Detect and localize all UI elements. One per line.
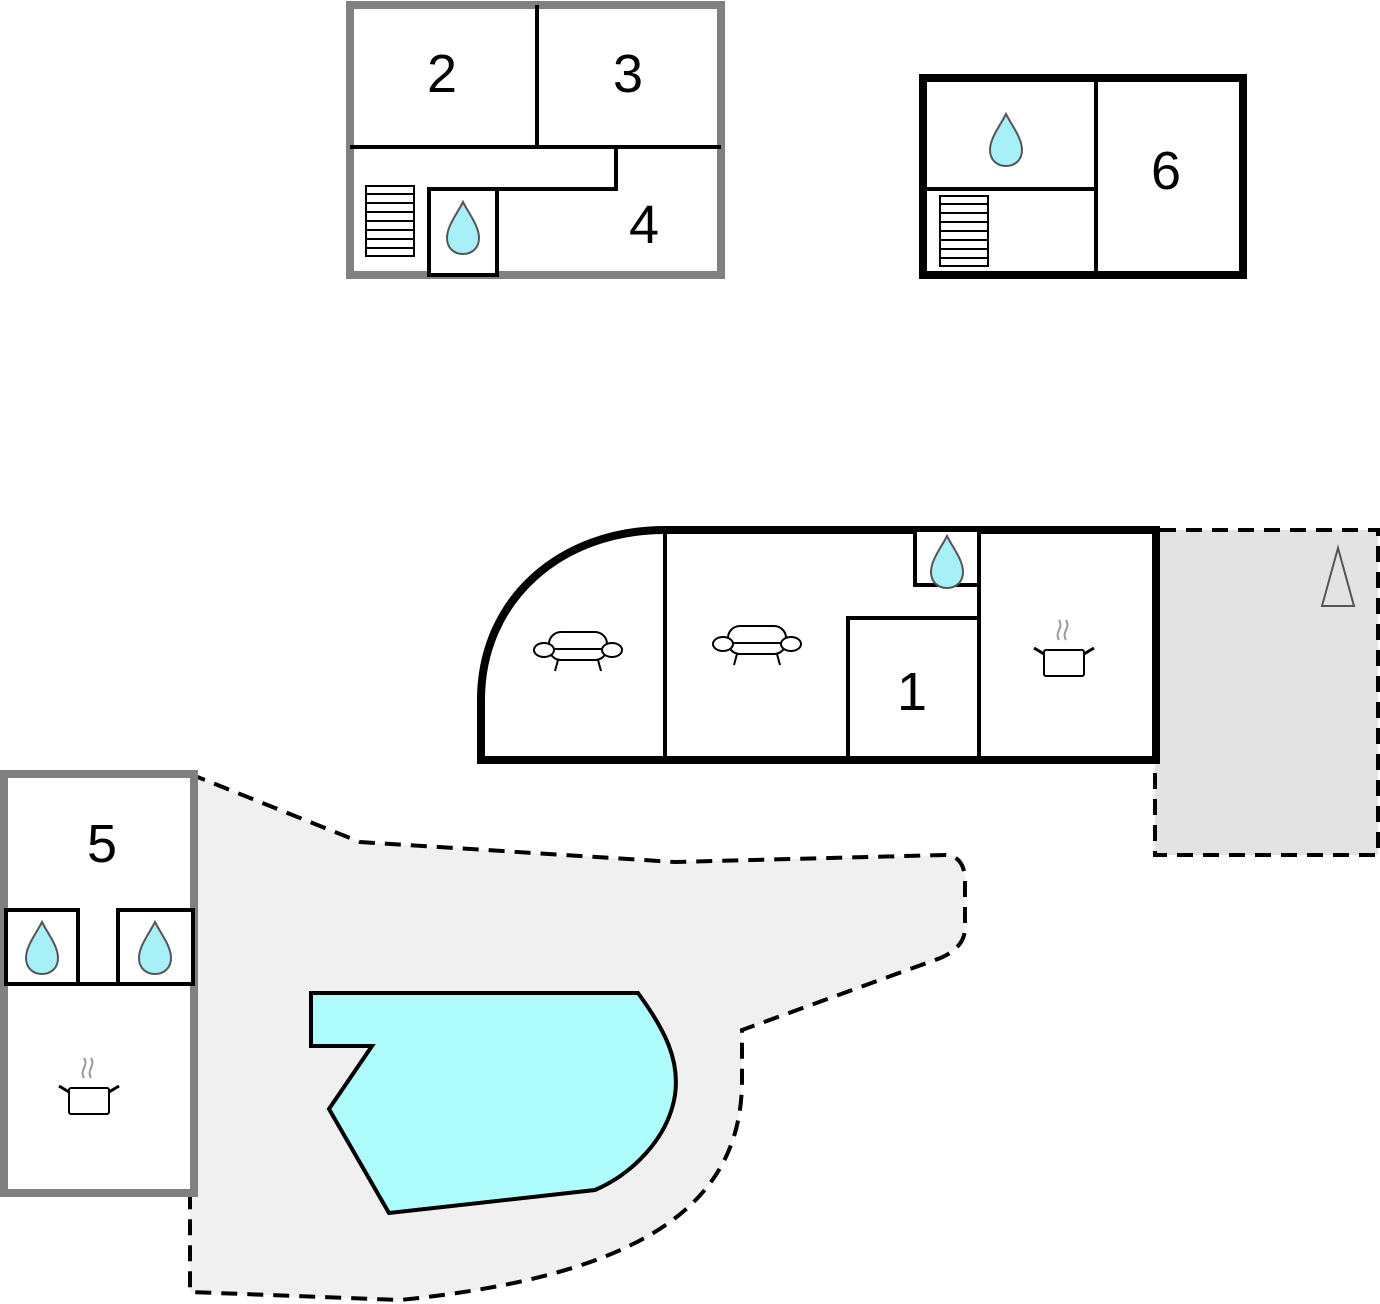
building-upper-right: 6 [919, 74, 1247, 279]
swimming-pool [309, 991, 678, 1216]
building-upper-left: 2 3 4 [346, 1, 725, 279]
room-label-2: 2 [427, 44, 457, 104]
parking-area [1153, 528, 1380, 857]
room-label-6: 6 [1151, 141, 1181, 201]
stairs-icon [365, 185, 415, 257]
room-label-4: 4 [629, 195, 659, 255]
building-lower-left: 5 [0, 770, 198, 1197]
room-label-5: 5 [87, 814, 117, 874]
stairs-icon [939, 195, 989, 267]
building-main: 1 [477, 526, 1160, 764]
room-label-1: 1 [897, 662, 927, 722]
room-label-3: 3 [613, 44, 643, 104]
north-arrow-icon [1320, 544, 1356, 607]
